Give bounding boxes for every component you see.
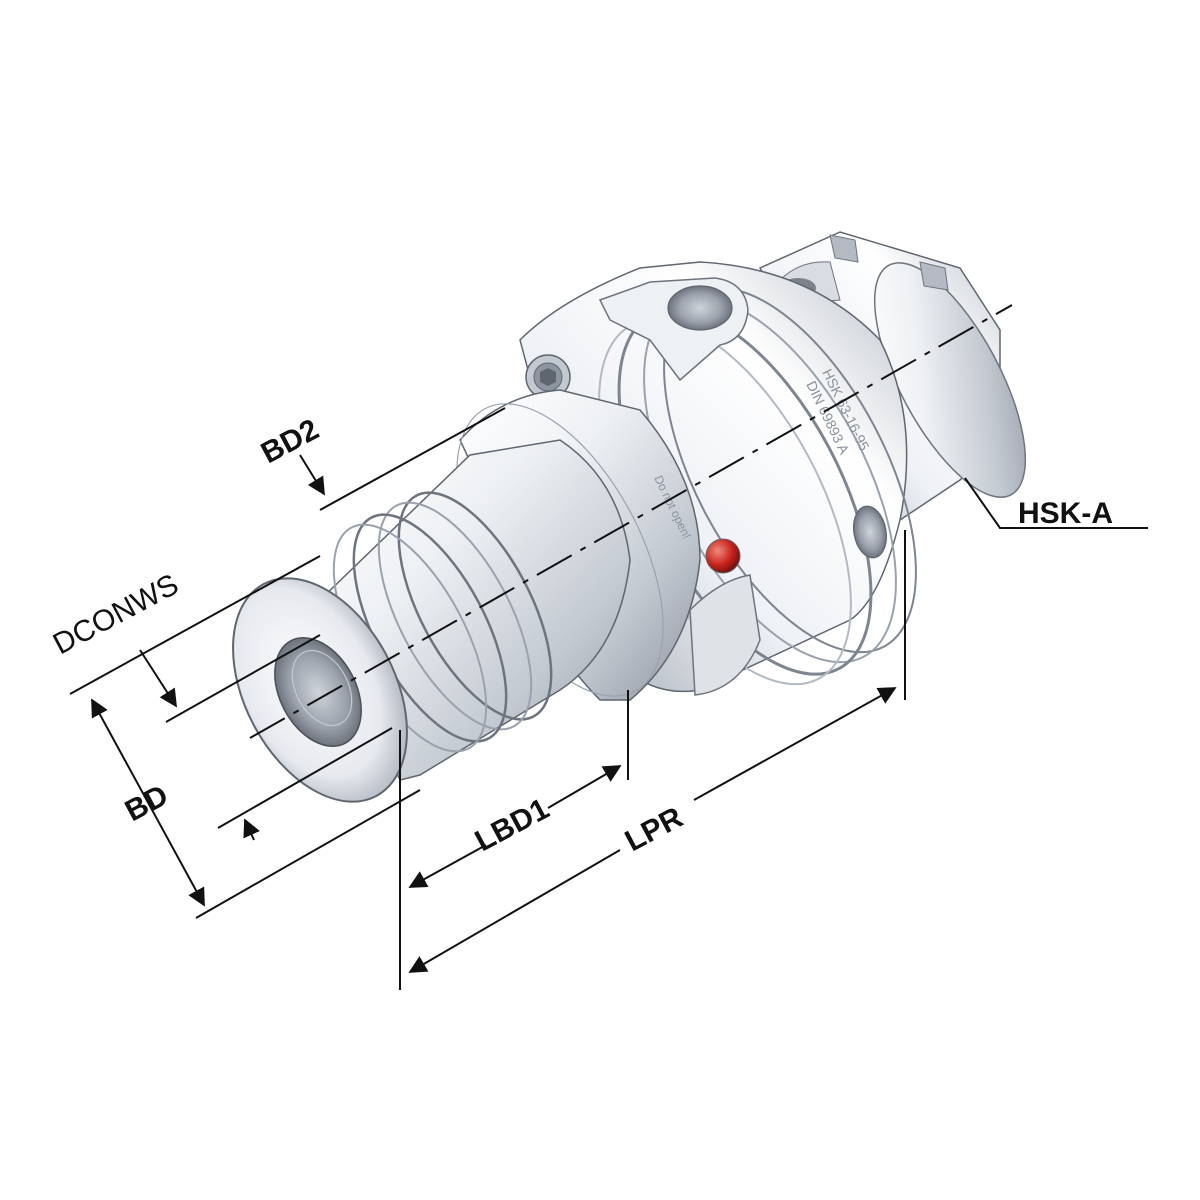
lbd1-line-left: [408, 844, 487, 888]
front-face: [232, 577, 408, 803]
lbd1-line-right: [547, 765, 622, 809]
label-dconnws: DCONWS: [48, 568, 184, 661]
bd2-arrow: [299, 454, 325, 496]
dconnws-extension-bottom: [217, 727, 393, 829]
label-bd2: BD2: [256, 413, 324, 470]
label-lpr: LPR: [620, 801, 689, 858]
center-axis: [249, 304, 1013, 739]
hsk-a-leader: [964, 477, 1148, 529]
bd2-extension-line: [319, 407, 506, 511]
holder-body: HSK 63-16-95 DIN 69893 A Do not open!: [232, 231, 1027, 803]
lpr-line-right: [693, 687, 897, 801]
bd-extension-bottom: [195, 789, 421, 919]
indicator-dot: [705, 538, 741, 574]
label-bd: BD: [120, 779, 174, 828]
bd-dimension-line: [91, 698, 205, 907]
bore-hole: [274, 637, 362, 747]
label-lbd1: LBD1: [470, 792, 555, 858]
lpr-line-left: [408, 849, 621, 973]
dconnws-arrow-bottom: [243, 818, 260, 841]
label-hsk-a: HSK-A: [1018, 497, 1113, 530]
dconnws-arrow-top: [139, 649, 177, 708]
dimension-lines: [69, 407, 1148, 990]
bd-extension-top: [69, 555, 321, 695]
